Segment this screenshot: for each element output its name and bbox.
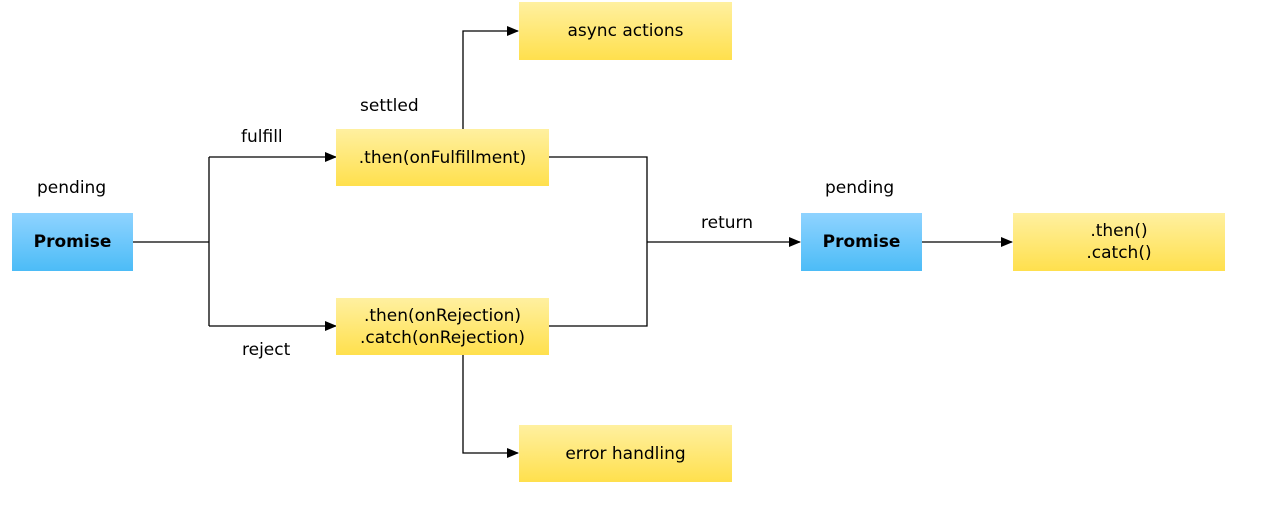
state-label-settled: settled [360, 96, 419, 116]
error-handling-label: error handling [565, 443, 686, 464]
then-fulfillment-label: .then(onFulfillment) [358, 147, 527, 168]
promise-node-1: Promise [12, 213, 133, 271]
chain-catch-label: .catch() [1086, 243, 1152, 263]
promise-node-1-label: Promise [33, 232, 112, 252]
edge-async-actions [462, 26, 519, 129]
edge-label-return: return [701, 213, 753, 233]
promise-node-2: Promise [801, 213, 922, 271]
catch-rejection-label: .catch(onRejection) [360, 327, 525, 348]
edge-label-fulfill: fulfill [241, 127, 283, 147]
then-rejection-node: .then(onRejection) .catch(onRejection) [336, 298, 549, 355]
then-fulfillment-node: .then(onFulfillment) [336, 129, 549, 186]
promise-node-2-label: Promise [822, 232, 901, 252]
chain-methods-node: .then() .catch() [1013, 213, 1225, 271]
async-actions-label: async actions [567, 21, 684, 41]
error-handling-node: error handling [519, 425, 732, 482]
edge-error-handling [462, 355, 519, 458]
async-actions-node: async actions [519, 2, 732, 60]
edge-fulfillment-merge [549, 156, 648, 327]
edge-label-reject: reject [242, 340, 291, 360]
chain-then-label: .then() [1090, 221, 1148, 241]
state-label-pending-1: pending [37, 178, 107, 198]
then-rejection-label: .then(onRejection) [363, 305, 522, 326]
state-label-pending-2: pending [825, 178, 895, 198]
